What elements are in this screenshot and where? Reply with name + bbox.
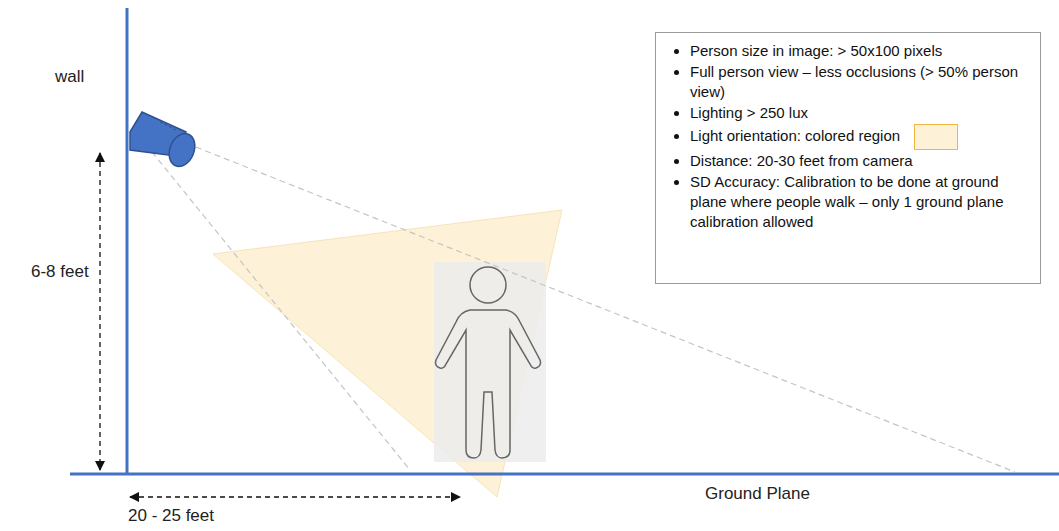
requirement-item: SD Accuracy: Calibration to be done at g… — [690, 172, 1028, 232]
requirement-text: Person size in image: > 50x100 pixels — [690, 42, 942, 59]
requirement-item: Light orientation: colored region — [690, 124, 1028, 150]
person-area — [434, 262, 546, 462]
view-line — [152, 152, 410, 470]
requirement-item: Person size in image: > 50x100 pixels — [690, 41, 1028, 61]
requirement-text: Lighting > 250 lux — [690, 104, 808, 121]
requirements-list: Person size in image: > 50x100 pixelsFul… — [670, 41, 1028, 232]
wall-line — [126, 8, 129, 474]
dimension-label: 20 - 25 feet — [128, 506, 214, 526]
camera — [130, 112, 199, 170]
requirement-text: Distance: 20-30 feet from camera — [690, 152, 913, 169]
dimension-label: wall — [55, 67, 84, 87]
requirement-text: Light orientation: colored region — [690, 127, 900, 144]
requirement-text: Full person view – less occlusions (> 50… — [690, 63, 1018, 100]
requirement-item: Distance: 20-30 feet from camera — [690, 151, 1028, 171]
ground-line — [70, 473, 1059, 476]
light-region — [213, 210, 562, 497]
dimension-label: Ground Plane — [705, 484, 810, 504]
requirement-item: Full person view – less occlusions (> 50… — [690, 62, 1028, 102]
requirements-box: Person size in image: > 50x100 pixelsFul… — [655, 32, 1041, 284]
person-figure — [436, 267, 541, 458]
requirement-text: SD Accuracy: Calibration to be done at g… — [690, 173, 1004, 230]
dimension-label: 6-8 feet — [28, 262, 92, 282]
requirement-item: Lighting > 250 lux — [690, 103, 1028, 123]
distance-dimension — [130, 496, 460, 497]
height-dimension — [99, 153, 100, 470]
light-swatch — [914, 124, 958, 150]
view-line — [168, 136, 1015, 472]
